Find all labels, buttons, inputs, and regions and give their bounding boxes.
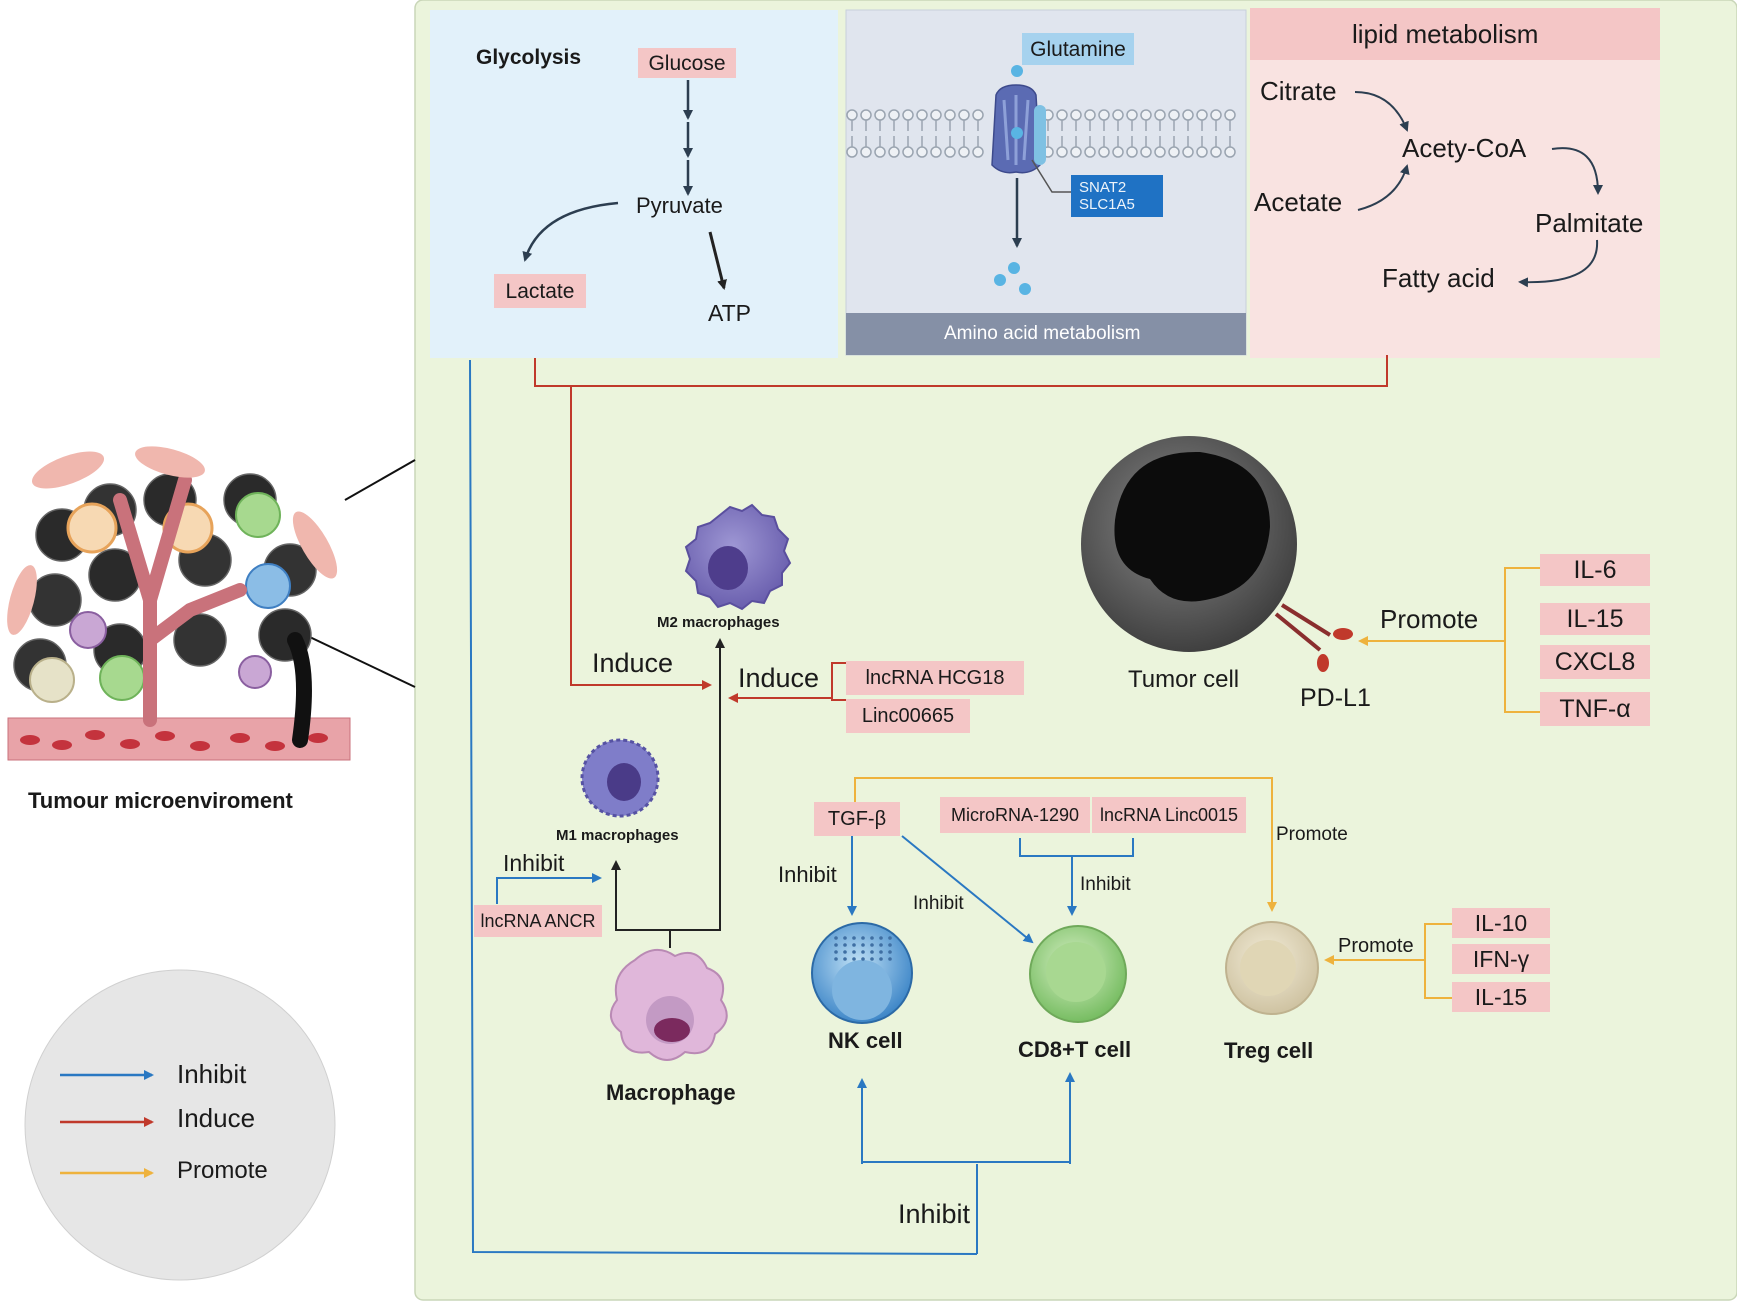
snat2-label: SNAT2 bbox=[1079, 179, 1127, 196]
nk-cell-label: NK cell bbox=[828, 1028, 903, 1053]
il-15-label: IL-15 bbox=[1540, 603, 1650, 635]
macrophage-label: Macrophage bbox=[606, 1080, 736, 1105]
il-15-treg-label: IL-15 bbox=[1452, 982, 1550, 1012]
microrna-1290-label: MicroRNA-1290 bbox=[940, 797, 1090, 833]
palmitate-label: Palmitate bbox=[1535, 208, 1644, 238]
legend-induce-label: Induce bbox=[177, 1103, 256, 1133]
lipid-panel bbox=[1250, 8, 1660, 358]
glucose-label: Glucose bbox=[638, 48, 736, 78]
promote-treg-label: Promote bbox=[1276, 824, 1348, 845]
m1-macrophage-graphic bbox=[580, 738, 660, 818]
cxcl8-label: CXCL8 bbox=[1540, 645, 1650, 679]
pyruvate-label: Pyruvate bbox=[636, 193, 723, 218]
treg-cell-label: Treg cell bbox=[1224, 1038, 1314, 1063]
lipid-title: lipid metabolism bbox=[1352, 19, 1539, 49]
macrophage-graphic bbox=[610, 949, 728, 1061]
acetyl-coa-label: Acety-CoA bbox=[1402, 133, 1527, 163]
macrophage-lines bbox=[611, 638, 725, 948]
inhibit-connectors bbox=[469, 359, 1134, 1255]
treg-promote-label: Promote bbox=[1338, 935, 1414, 957]
slc1a5-label: SLC1A5 bbox=[1079, 196, 1135, 213]
nk-cell-graphic bbox=[811, 922, 913, 1024]
m2-macrophage-graphic bbox=[684, 503, 792, 611]
lncrna-hcg18-label: lncRNA HCG18 bbox=[846, 661, 1024, 695]
amino-acid-footer-bar bbox=[846, 313, 1246, 355]
glycolysis-arrows bbox=[522, 80, 727, 290]
il-10-label: IL-10 bbox=[1452, 908, 1550, 938]
inhibit-m1-label: Inhibit bbox=[503, 850, 565, 876]
lncrna-linc0015-label: lncRNA Linc0015 bbox=[1092, 797, 1246, 833]
tumor-cell-label: Tumor cell bbox=[1128, 666, 1240, 693]
tumor-promote-label: Promote bbox=[1380, 604, 1479, 634]
tgf-beta-label: TGF-β bbox=[814, 802, 900, 836]
glutamine-label: Glutamine bbox=[1022, 33, 1134, 65]
amino-acid-footer: Amino acid metabolism bbox=[944, 323, 1141, 344]
treg-cell-graphic bbox=[1225, 921, 1319, 1015]
induce-right-label: Induce bbox=[738, 663, 820, 693]
tumor-microenvironment-illustration bbox=[7, 446, 416, 761]
promote-connectors bbox=[854, 567, 1542, 999]
tumor-microenvironment-caption: Tumour microenviroment bbox=[28, 788, 293, 813]
pd-l1-label: PD-L1 bbox=[1300, 684, 1371, 712]
lncrna-ancr-label: lncRNA ANCR bbox=[474, 905, 602, 937]
cd8-t-cell-label: CD8+T cell bbox=[1018, 1037, 1132, 1062]
il-6-label: IL-6 bbox=[1540, 554, 1650, 586]
inhibit-nk-label: Inhibit bbox=[778, 862, 837, 887]
glutamine-transporter-graphic bbox=[991, 65, 1072, 295]
ifn-gamma-label: IFN-γ bbox=[1452, 944, 1550, 974]
induce-left-label: Induce bbox=[592, 648, 674, 678]
bottom-inhibit-label: Inhibit bbox=[898, 1199, 971, 1229]
legend-promote-label: Promote bbox=[177, 1157, 268, 1184]
transporter-box: SNAT2 SLC1A5 bbox=[1071, 175, 1163, 217]
lactate-label: Lactate bbox=[494, 274, 586, 308]
tumor-cell-graphic bbox=[1081, 436, 1353, 672]
inhibit-cd8-from-tgfb-label: Inhibit bbox=[913, 893, 964, 914]
atp-label: ATP bbox=[708, 300, 752, 326]
induce-connectors bbox=[534, 355, 1388, 703]
acetate-label: Acetate bbox=[1254, 187, 1343, 217]
legend-inhibit-label: Inhibit bbox=[177, 1059, 247, 1089]
legend-graphic bbox=[24, 969, 336, 1281]
cd8-t-cell-graphic bbox=[1029, 925, 1127, 1023]
m2-macrophages-label: M2 macrophages bbox=[657, 614, 780, 631]
glycolysis-title: Glycolysis bbox=[476, 46, 582, 69]
fatty-acid-label: Fatty acid bbox=[1382, 263, 1495, 293]
m1-macrophages-label: M1 macrophages bbox=[556, 827, 679, 844]
lipid-title-bar bbox=[1250, 8, 1660, 60]
inhibit-cd8-label: Inhibit bbox=[1080, 874, 1131, 895]
citrate-label: Citrate bbox=[1260, 76, 1337, 106]
lipid-arrows bbox=[1354, 91, 1603, 288]
cell-membrane bbox=[846, 109, 1236, 158]
linc00665-label: Linc00665 bbox=[846, 699, 970, 733]
tnf-alpha-label: TNF-α bbox=[1540, 692, 1650, 726]
